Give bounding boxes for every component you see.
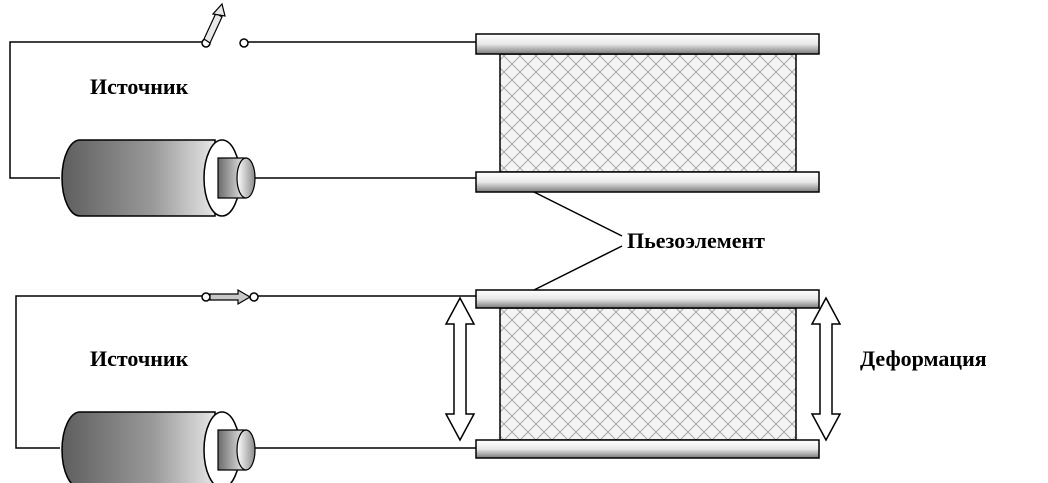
top-switch-open <box>201 2 249 48</box>
top-electrode-upper <box>475 33 820 55</box>
top-circuit: Источник <box>9 2 820 217</box>
top-battery <box>61 139 256 217</box>
bottom-electrode-lower <box>475 439 820 459</box>
top-source-label: Источник <box>90 74 189 99</box>
bottom-wire-left-loop <box>15 295 202 449</box>
bottom-source-label: Источник <box>90 346 189 371</box>
piezo-pointer <box>533 191 623 291</box>
bottom-electrode-upper <box>475 289 820 309</box>
top-piezo-crystal <box>499 53 797 173</box>
bottom-piezo-element <box>475 289 820 459</box>
deformation-arrow-right <box>810 296 842 442</box>
piezo-label: Пьезоэлемент <box>627 228 765 253</box>
bottom-battery <box>61 411 256 483</box>
deformation-label: Деформация <box>860 346 987 371</box>
deformation-arrow-left <box>444 296 476 442</box>
bottom-switch-closed <box>201 288 259 306</box>
top-wire-left-loop <box>9 41 202 179</box>
bottom-circuit: Источник Деформация <box>15 288 987 483</box>
bottom-piezo-crystal <box>499 307 797 441</box>
top-electrode-lower <box>475 171 820 193</box>
top-piezo-element <box>475 33 820 193</box>
